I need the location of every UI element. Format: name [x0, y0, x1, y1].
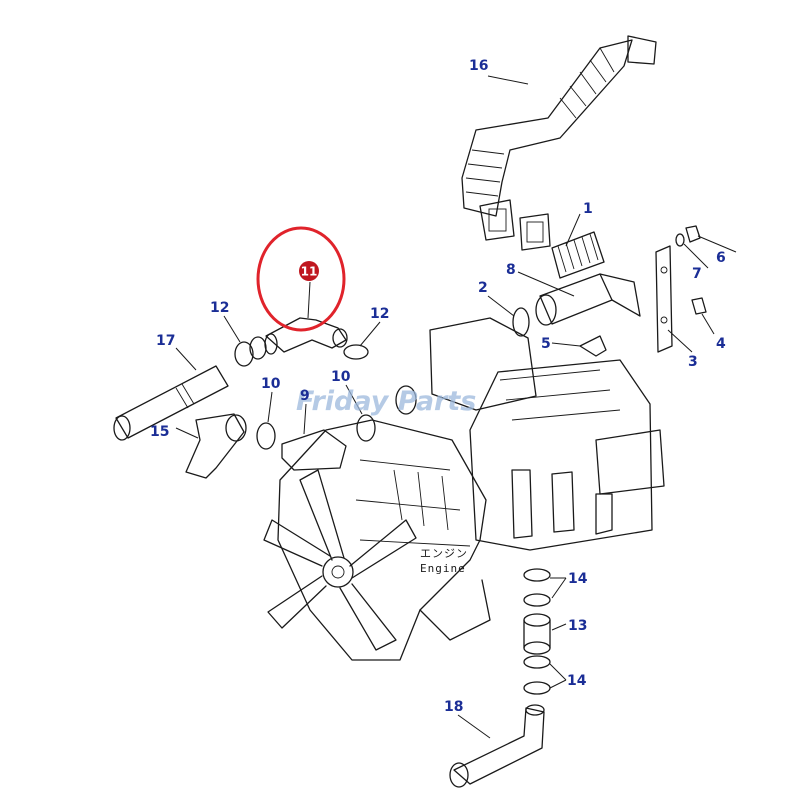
callout-2: 2 — [478, 280, 488, 296]
callout-6: 6 — [716, 250, 726, 266]
callout-11: 11 — [301, 265, 318, 279]
part-10-clamp-left — [256, 422, 276, 450]
callout-17: 17 — [156, 333, 175, 349]
callout-15: 15 — [150, 424, 169, 440]
callout-14-lower: 14 — [567, 673, 587, 689]
callout-18: 18 — [444, 699, 463, 715]
part-5-clip — [579, 335, 607, 357]
part-17-pipe — [113, 365, 229, 441]
part-14-hose-clamp-upper — [523, 568, 551, 607]
callout-labels: 16 1 8 2 5 3 4 6 7 12 12 17 10 10 9 15 1… — [150, 58, 726, 715]
engine-block — [277, 317, 665, 661]
part-7-washer — [675, 233, 685, 247]
engine-label-jp: エンジン — [420, 547, 468, 560]
part-12-clamp-left — [234, 336, 267, 367]
part-18-pipe — [449, 704, 545, 788]
part-6-bolt — [685, 225, 701, 243]
callout-12-right: 12 — [370, 306, 389, 322]
part-4-bolt — [691, 297, 707, 315]
engine-label-en: Engine — [420, 562, 466, 575]
callout-14-upper: 14 — [568, 571, 588, 587]
part-8-pipe — [535, 273, 641, 326]
callout-12-left: 12 — [210, 300, 229, 316]
callout-16: 16 — [469, 58, 488, 74]
part-12-clamp-right — [343, 344, 369, 360]
callout-3: 3 — [688, 354, 698, 370]
callout-8: 8 — [506, 262, 516, 278]
callout-1: 1 — [583, 201, 593, 217]
gasket-plate — [519, 213, 551, 251]
part-16-intake-pipe — [461, 35, 657, 241]
part-10-clamp-right — [356, 385, 417, 442]
watermark: Friday Parts — [296, 386, 476, 417]
part-1-flex-hose — [551, 231, 605, 279]
callout-5: 5 — [541, 336, 551, 352]
callout-4: 4 — [716, 336, 726, 352]
callout-7: 7 — [692, 266, 702, 282]
highlight-badge — [299, 261, 319, 281]
leader-lines — [175, 75, 737, 739]
part-14-hose-clamp-lower — [523, 655, 551, 695]
part-2-clamp — [512, 307, 530, 337]
callout-9: 9 — [300, 388, 310, 404]
part-3-bracket — [655, 245, 673, 353]
highlight-ring — [256, 226, 346, 332]
fan — [263, 469, 417, 651]
callout-10-right: 10 — [331, 369, 351, 385]
callout-13: 13 — [568, 618, 587, 634]
part-15-elbow-pipe — [185, 413, 247, 479]
part-9-hose — [281, 429, 347, 471]
callout-10-left: 10 — [261, 376, 281, 392]
part-13-hose — [523, 613, 551, 655]
